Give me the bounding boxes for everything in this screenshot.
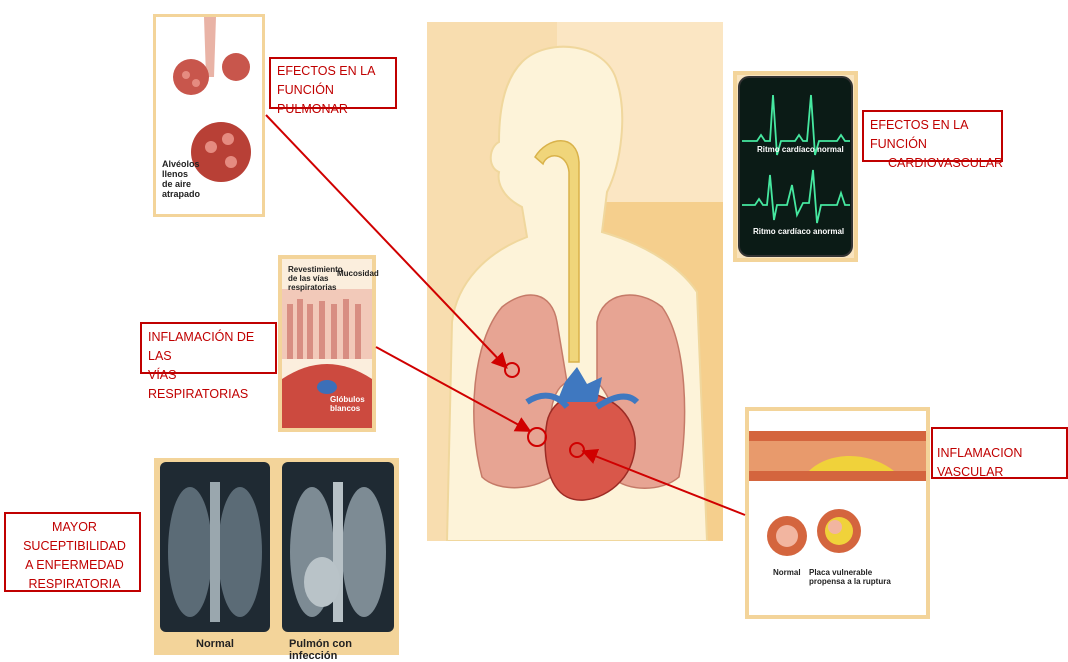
arrow-vascular — [585, 452, 745, 515]
arrow-pulmonar — [266, 115, 505, 366]
target-circle-airway — [528, 428, 546, 446]
target-circle-heart — [570, 443, 584, 457]
target-circle-lung — [505, 363, 519, 377]
arrow-vias — [376, 347, 528, 430]
